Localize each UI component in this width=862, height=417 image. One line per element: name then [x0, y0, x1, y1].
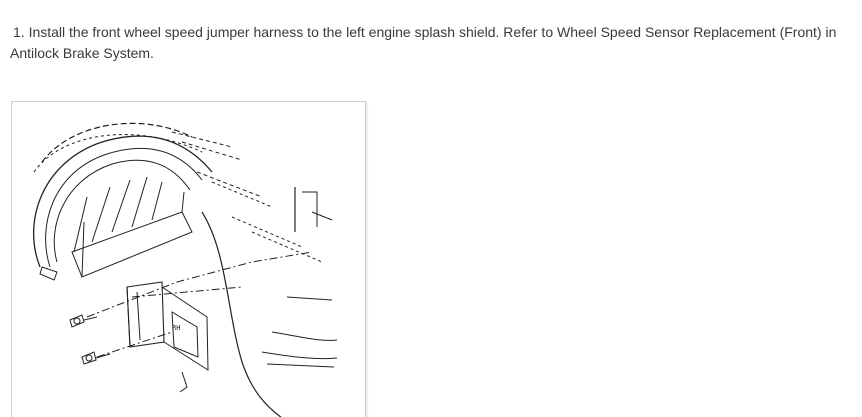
illustration-frame: RH: [11, 101, 366, 417]
step-number: 1.: [13, 24, 25, 40]
step-body: Install the front wheel speed jumper har…: [10, 24, 837, 61]
rh-callout: RH: [172, 324, 180, 332]
splash-shield-illustration: RH: [33, 122, 338, 417]
step-instruction: 1. Install the front wheel speed jumper …: [10, 22, 855, 64]
